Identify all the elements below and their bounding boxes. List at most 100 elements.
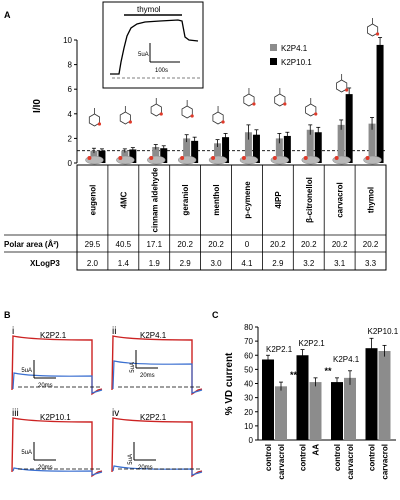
- inset-label: thymol: [137, 5, 161, 14]
- a-ligand-oxygen: [149, 156, 154, 160]
- c-category-label: control: [333, 444, 342, 471]
- c-significance: ***: [290, 370, 301, 380]
- a-structure-ring: [150, 103, 162, 117]
- c-bar: [344, 377, 356, 440]
- b-trace-roman: iii: [12, 408, 19, 419]
- c-bar: [275, 386, 287, 440]
- c-category-label: carvacrol: [346, 444, 355, 480]
- a-bar: [244, 132, 252, 163]
- c-group-label: K2P2.1: [299, 339, 326, 348]
- a-polar-area-value: 17.1: [146, 240, 162, 249]
- a-y-tick-label: 2: [68, 134, 73, 143]
- a-row-label-polar-area: Polar area (Å²): [4, 240, 59, 249]
- a-polar-area-value: 20.2: [208, 240, 224, 249]
- a-y-tick-label: 4: [68, 110, 73, 119]
- c-y-tick-label: 20: [244, 408, 253, 417]
- c-y-tick-label: 0: [249, 436, 254, 445]
- b-scale-y-label: 5uA: [21, 368, 32, 374]
- c-category-label: carvacrol: [277, 444, 286, 480]
- a-bar: [222, 137, 230, 163]
- a-xlogp3-value: 2.0: [87, 259, 99, 268]
- c-y-tick-label: 80: [244, 323, 253, 332]
- a-xlogp3-value: 3.0: [210, 259, 222, 268]
- b-trace-label: K2P10.1: [40, 413, 71, 422]
- a-legend-swatch: [270, 58, 277, 65]
- c-group-label: K2P4.1: [333, 355, 360, 364]
- a-bar: [214, 143, 222, 163]
- b-trace-drug: [12, 467, 103, 476]
- a-bar: [129, 149, 137, 163]
- b-trace-label: K2P2.1: [140, 413, 167, 422]
- c-bar: [365, 348, 378, 440]
- a-category-label: eugenol: [88, 185, 97, 216]
- a-bar: [368, 123, 376, 163]
- a-bar: [183, 138, 191, 163]
- a-category-label: cinnam aldehyde: [150, 167, 159, 232]
- b-trace-roman: iv: [112, 408, 119, 419]
- c-category-label: control: [299, 444, 308, 471]
- b-trace-drug: [112, 465, 203, 476]
- a-category-label: β-citronellol: [305, 177, 314, 223]
- c-bar: [378, 351, 391, 440]
- c-category-label: carvacrol: [381, 444, 390, 480]
- b-scale-y-label: 5uA: [128, 454, 134, 465]
- c-category-label: control: [264, 444, 273, 471]
- panel-label-c: C: [212, 310, 219, 320]
- a-xlogp3-value: 1.4: [118, 259, 130, 268]
- b-scale-y-label: 5uA: [21, 450, 32, 456]
- a-polar-area-value: 0: [245, 240, 250, 249]
- c-y-tick-label: 40: [244, 380, 253, 389]
- a-xlogp3-value: 3.3: [365, 259, 377, 268]
- a-ligand-oxygen: [303, 156, 308, 160]
- a-bar: [98, 150, 106, 163]
- b-trace-drug: [12, 372, 103, 394]
- a-bars: [85, 37, 384, 165]
- a-structure-ring: [274, 93, 286, 107]
- inset-scale-y-label: 5uA: [138, 52, 149, 58]
- a-structure-ring: [88, 113, 100, 127]
- a-structures: [88, 18, 380, 127]
- a-bar: [252, 134, 260, 163]
- a-y-tick-label: 6: [68, 85, 73, 94]
- c-group-label: K2P10.1: [368, 327, 399, 336]
- a-polar-area-value: 20.2: [332, 240, 348, 249]
- panel-label-a: A: [4, 10, 11, 20]
- a-y-tick-label: 10: [63, 36, 72, 45]
- a-structure-oxygen: [252, 102, 256, 106]
- a-structure-oxygen: [375, 32, 380, 36]
- a-polar-area-value: 20.2: [301, 240, 317, 249]
- c-bar: [296, 355, 309, 440]
- a-structure-ring: [212, 111, 224, 125]
- a-polar-area-value: 20.2: [177, 240, 193, 249]
- a-structure-ring: [119, 111, 131, 125]
- a-xlogp3-value: 3.2: [303, 259, 315, 268]
- c-y-tick-label: 50: [244, 365, 253, 374]
- a-category-label: menthol: [212, 184, 221, 215]
- a-ligand-oxygen: [334, 156, 339, 160]
- a-bar: [152, 147, 160, 163]
- c-y-tick-label: 30: [244, 394, 253, 403]
- a-y-axis-label: I/I0: [32, 99, 43, 113]
- a-structure-oxygen: [128, 120, 132, 124]
- a-category-label: carvacrol: [336, 182, 345, 218]
- a-bar: [345, 94, 353, 163]
- c-category-label: control: [368, 444, 377, 471]
- inset-trace: [110, 19, 199, 75]
- a-structure-oxygen: [314, 112, 318, 116]
- a-ligand-oxygen: [180, 156, 185, 160]
- c-y-axis-label: % VD current: [224, 352, 235, 415]
- a-row-label-xlogp3: XLogP3: [30, 259, 60, 268]
- c-y-tick-label: 10: [244, 422, 253, 431]
- b-trace-control: [111, 417, 203, 478]
- a-xlogp3-value: 2.9: [272, 259, 284, 268]
- b-trace-control: [111, 335, 203, 396]
- a-xlogp3-value: 2.9: [180, 259, 192, 268]
- a-legend-label: K2P10.1: [281, 58, 312, 67]
- a-ligand-oxygen: [241, 156, 246, 160]
- a-bar: [191, 140, 199, 163]
- a-category-label: thymol: [367, 187, 376, 213]
